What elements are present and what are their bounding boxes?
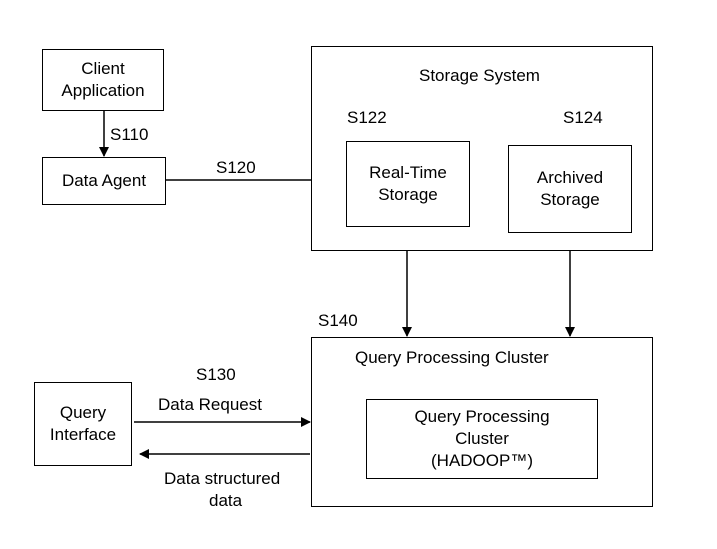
client-application-box: Client Application <box>42 49 164 111</box>
query-processing-cluster-inner-box: Query Processing Cluster (HADOOP™) <box>366 399 598 479</box>
archived-storage-line-2: Storage <box>540 190 600 209</box>
step-label-s140: S140 <box>318 311 358 330</box>
edge-label-data-request: Data Request <box>158 395 262 414</box>
query-interface-line-2: Interface <box>49 425 117 444</box>
archived-storage-box: Archived Storage <box>508 145 632 233</box>
step-label-s124: S124 <box>563 108 603 127</box>
query-interface-box: Query Interface <box>34 382 132 466</box>
client-application-line-2: Application <box>61 81 145 100</box>
data-agent-box: Data Agent <box>42 157 166 205</box>
storage-system-title: Storage System <box>419 66 540 85</box>
query-processing-cluster-inner-line-1: Query Processing <box>414 407 550 426</box>
step-label-s122: S122 <box>347 108 387 127</box>
query-interface-line-1: Query <box>59 403 107 422</box>
real-time-storage-box: Real-Time Storage <box>346 141 470 227</box>
step-label-s110: S110 <box>110 125 149 144</box>
query-processing-cluster-inner-line-2: Cluster <box>455 429 509 448</box>
real-time-storage-line-2: Storage <box>378 185 438 204</box>
step-label-s120: S120 <box>216 158 256 177</box>
step-label-s130: S130 <box>196 365 236 384</box>
client-application-line-1: Client <box>81 59 125 78</box>
edge-label-structured-data-line-2: data <box>209 491 243 510</box>
query-processing-cluster-inner-line-3: (HADOOP™) <box>431 451 533 470</box>
query-processing-cluster-outer-title: Query Processing Cluster <box>355 348 549 367</box>
real-time-storage-line-1: Real-Time <box>369 163 447 182</box>
archived-storage-line-1: Archived <box>536 168 604 187</box>
edge-label-structured-data-line-1: Data structured <box>164 469 281 488</box>
data-agent-label: Data Agent <box>61 171 147 190</box>
